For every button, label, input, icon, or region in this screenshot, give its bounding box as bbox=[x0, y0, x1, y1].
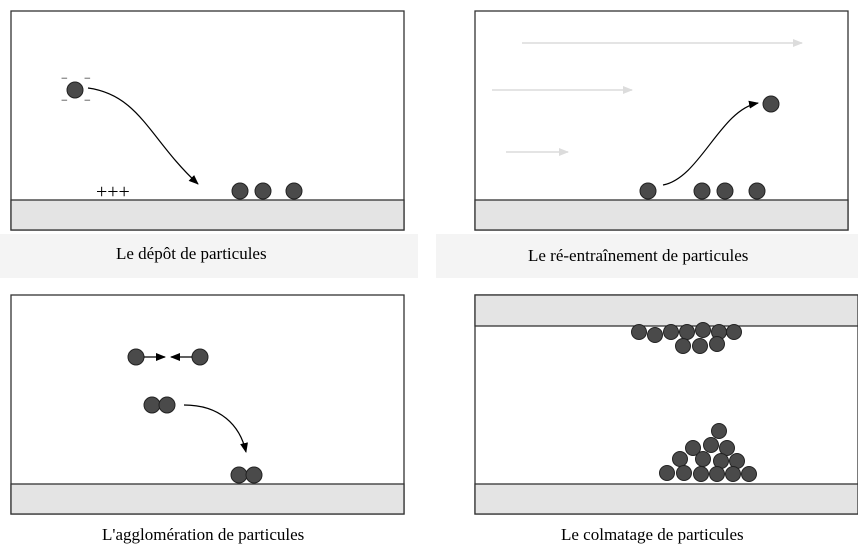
panel-reentrainment-wall bbox=[474, 199, 849, 231]
clogging-particle-bottom bbox=[709, 466, 725, 482]
deposited-particle bbox=[231, 182, 249, 200]
clogging-particle-top bbox=[692, 338, 708, 354]
panel-agglomeration-wall bbox=[10, 483, 405, 515]
clogging-particle-bottom bbox=[725, 466, 741, 482]
panel-clogging-top-wall bbox=[474, 294, 858, 327]
clogging-particle-top bbox=[726, 324, 742, 340]
particle-charge-bottom-left: − bbox=[61, 93, 68, 107]
agglomerate-particle bbox=[158, 396, 176, 414]
deposited-agglomerate-particle bbox=[245, 466, 263, 484]
wall-particle bbox=[716, 182, 734, 200]
panel-agglomeration-frame bbox=[10, 294, 405, 515]
panel-deposit-wall bbox=[10, 199, 405, 231]
caption-reentrainment: Le ré-entraînement de particules bbox=[528, 246, 749, 265]
clogging-particle-bottom bbox=[676, 465, 692, 481]
wall-particle bbox=[639, 182, 657, 200]
wall-particle bbox=[748, 182, 766, 200]
clogging-particle-bottom bbox=[719, 440, 735, 456]
clogging-particle-top bbox=[709, 336, 725, 352]
attracting-particle bbox=[191, 348, 209, 366]
reentrainment-trajectory-arrow bbox=[662, 100, 759, 186]
panel-deposit-frame bbox=[10, 10, 405, 231]
charged-particle bbox=[66, 81, 84, 99]
caption-band-reentrainment bbox=[436, 234, 858, 278]
deposited-agglomerate-particle bbox=[230, 466, 248, 484]
deposit-trajectory-arrow bbox=[87, 87, 199, 185]
deposited-particle bbox=[285, 182, 303, 200]
clogging-particle-bottom bbox=[703, 437, 719, 453]
panel-clogging bbox=[474, 294, 858, 515]
deposited-particle bbox=[254, 182, 272, 200]
agglomerate-particle bbox=[143, 396, 161, 414]
clogging-particle-bottom bbox=[672, 451, 688, 467]
clogging-particle-bottom bbox=[659, 465, 675, 481]
clogging-particle-top bbox=[675, 338, 691, 354]
particle-charge-top-left: − bbox=[61, 71, 68, 85]
panel-reentrainment bbox=[474, 10, 849, 231]
caption-clogging: Le colmatage de particules bbox=[561, 525, 744, 544]
wall-particle bbox=[693, 182, 711, 200]
particle-charge-bottom-right: − bbox=[84, 93, 91, 107]
agglomerate-trajectory-arrow bbox=[183, 404, 248, 453]
clogging-particle-bottom bbox=[695, 451, 711, 467]
caption-agglomeration: L'agglomération de particules bbox=[102, 525, 305, 544]
attracting-particle bbox=[127, 348, 145, 366]
lifted-particle bbox=[762, 95, 780, 113]
panel-clogging-bottom-wall bbox=[474, 483, 858, 515]
clogging-particle-bottom bbox=[711, 423, 727, 439]
clogging-particle-top bbox=[679, 324, 695, 340]
particle-charge-top-right: − bbox=[84, 71, 91, 85]
clogging-particle-top bbox=[647, 327, 663, 343]
clogging-particle-bottom bbox=[741, 466, 757, 482]
surface-charge-label: +++ bbox=[96, 181, 130, 203]
clogging-particle-bottom bbox=[685, 440, 701, 456]
panel-reentrainment-frame bbox=[474, 10, 849, 231]
caption-band-deposit bbox=[0, 234, 418, 278]
caption-deposit: Le dépôt de particules bbox=[116, 244, 267, 263]
panel-agglomeration bbox=[10, 294, 405, 515]
panel-deposit: − − − − +++ bbox=[10, 10, 405, 231]
clogging-particle-top bbox=[631, 324, 647, 340]
clogging-particle-bottom bbox=[693, 466, 709, 482]
clogging-particle-top bbox=[663, 324, 679, 340]
clogging-particle-top bbox=[695, 322, 711, 338]
